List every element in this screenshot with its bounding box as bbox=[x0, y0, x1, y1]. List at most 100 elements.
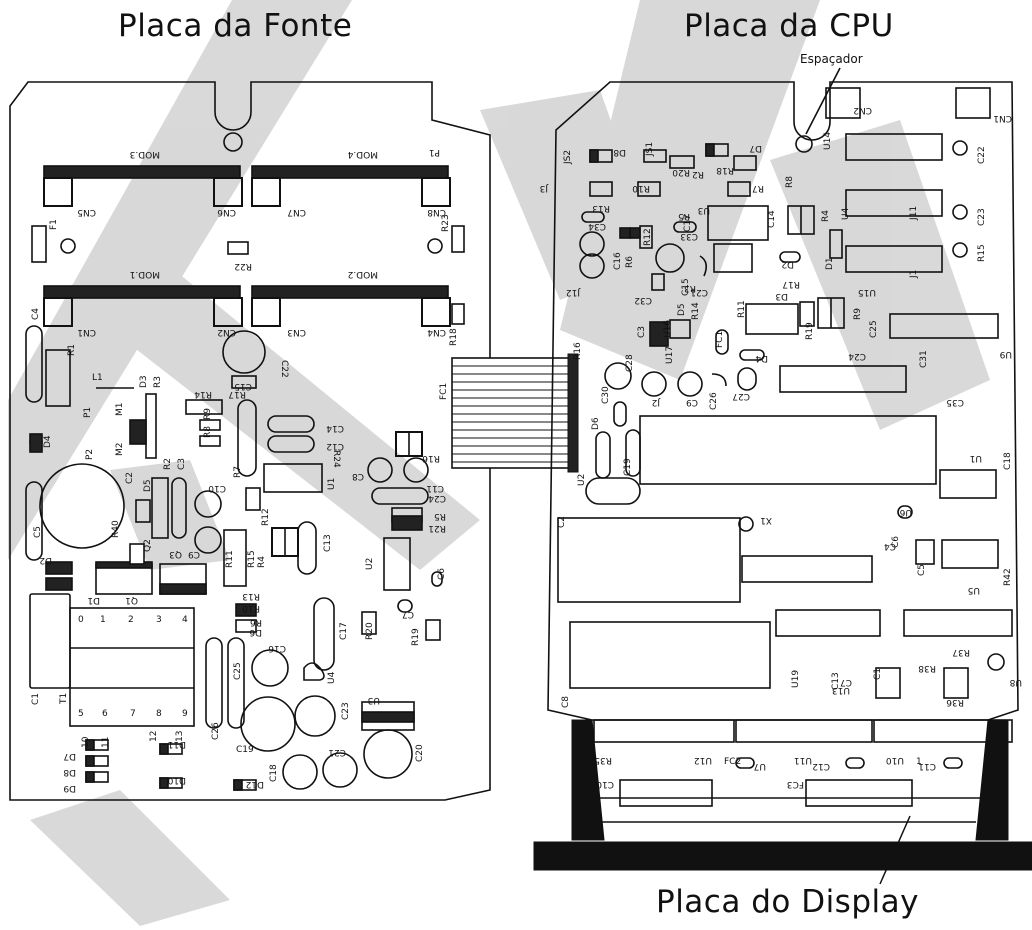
label-c3: C3 bbox=[177, 458, 187, 470]
label-r37: R37 bbox=[952, 647, 970, 657]
label-r18: R18 bbox=[449, 328, 459, 346]
label-r2: R2 bbox=[692, 169, 704, 179]
label-c1: C1 bbox=[873, 668, 883, 680]
label-m2: M2 bbox=[115, 443, 125, 457]
power-board-mount-hole bbox=[223, 132, 243, 152]
label-j12: J12 bbox=[566, 287, 581, 297]
label-c25: C25 bbox=[869, 320, 879, 338]
label-c23: C23 bbox=[341, 702, 351, 720]
label-c15: C15 bbox=[234, 381, 252, 391]
label-u12: U12 bbox=[694, 755, 712, 765]
label-r9: R9 bbox=[203, 408, 213, 420]
label-r17: R17 bbox=[782, 279, 800, 289]
label-c27: C27 bbox=[732, 391, 750, 401]
label-r15: R15 bbox=[977, 244, 987, 262]
label-r40: R40 bbox=[111, 520, 121, 538]
label-r5: R5 bbox=[434, 511, 446, 521]
diode-array bbox=[85, 739, 257, 791]
label-c18: C18 bbox=[269, 764, 279, 782]
label-c26: C26 bbox=[709, 392, 719, 410]
label-r35: R35 bbox=[594, 755, 612, 765]
label-r8: R8 bbox=[785, 176, 795, 188]
label-u4: U4 bbox=[327, 671, 337, 684]
pin-5: 5 bbox=[78, 709, 84, 719]
label-d1: D1 bbox=[87, 595, 100, 605]
label-d2: D2 bbox=[781, 259, 794, 269]
label-r15: R15 bbox=[247, 550, 257, 568]
label-d3: D3 bbox=[775, 291, 788, 301]
pin-12: 12 bbox=[149, 731, 159, 742]
display-board-title: Placa do Display bbox=[656, 884, 919, 920]
label-d2: D2 bbox=[39, 555, 52, 565]
connector-cn6: CN6 bbox=[217, 207, 236, 217]
label-r18: R18 bbox=[716, 165, 734, 175]
spacer-label: Espaçador bbox=[800, 52, 863, 66]
label-js2: JS2 bbox=[563, 150, 573, 165]
pin-7: 7 bbox=[130, 709, 136, 719]
label-c24: C24 bbox=[848, 351, 866, 361]
label-d7: D7 bbox=[749, 143, 762, 153]
label-c13: C13 bbox=[323, 534, 333, 552]
label-u7: U7 bbox=[754, 761, 766, 771]
label-d6: D6 bbox=[249, 627, 262, 637]
label-c22: C22 bbox=[977, 146, 987, 164]
label-c30: C30 bbox=[601, 386, 611, 404]
connector-cn4: CN4 bbox=[427, 327, 446, 337]
label-d1: D1 bbox=[825, 257, 835, 270]
label-r12: R12 bbox=[261, 508, 271, 526]
label-u4: U4 bbox=[841, 207, 851, 220]
label-c15: C15 bbox=[681, 278, 691, 296]
module-connectors bbox=[43, 165, 451, 327]
label-r24: R24 bbox=[331, 450, 341, 468]
label-r13: R13 bbox=[242, 591, 260, 601]
label-c12: C12 bbox=[326, 441, 344, 451]
label-c21: C21 bbox=[328, 747, 346, 757]
pin-9: 9 bbox=[182, 709, 188, 719]
label-r9: R9 bbox=[853, 308, 863, 320]
label-j3: J3 bbox=[540, 183, 549, 193]
label-c3: C3 bbox=[637, 326, 647, 338]
pin-1: 1 bbox=[100, 615, 106, 625]
watermark-stroke-4 bbox=[30, 790, 230, 926]
label-c20: C20 bbox=[415, 744, 425, 762]
label-d5: D5 bbox=[677, 303, 687, 316]
ribbon-cable-fc1 bbox=[451, 353, 579, 473]
label-u11: U11 bbox=[794, 755, 812, 765]
label-r2: R2 bbox=[163, 458, 173, 470]
label-c2: C2 bbox=[125, 472, 135, 484]
label-u10: U10 bbox=[886, 755, 904, 765]
label-u13: U13 bbox=[832, 685, 850, 695]
label-r11: R11 bbox=[225, 550, 235, 568]
label-c35: C35 bbox=[946, 397, 964, 407]
label-u3: U3 bbox=[368, 695, 380, 705]
label-p1: P1 bbox=[83, 407, 93, 418]
label-r7: R7 bbox=[752, 183, 764, 193]
label-l1: L1 bbox=[92, 373, 103, 383]
label-c32: C32 bbox=[634, 295, 652, 305]
label-c11: C11 bbox=[426, 483, 444, 493]
label-u5: U5 bbox=[968, 585, 980, 595]
label-r20: R20 bbox=[672, 167, 690, 177]
label-c7: C7 bbox=[402, 609, 414, 619]
label-c26: C26 bbox=[211, 722, 221, 740]
cpu-board-outline bbox=[547, 81, 1019, 721]
module-mod-1: MOD.1 bbox=[130, 269, 160, 279]
module-mod-2: MOD.2 bbox=[348, 269, 378, 279]
label-c24: C24 bbox=[428, 493, 446, 503]
label-f1: F1 bbox=[49, 219, 59, 230]
label-r5: R5 bbox=[678, 211, 690, 221]
label-c1: C1 bbox=[31, 693, 41, 705]
label-c7: C7 bbox=[840, 677, 852, 687]
label-d10: D10 bbox=[167, 775, 186, 785]
label-c4: C4 bbox=[31, 308, 41, 320]
pin-8: 8 bbox=[156, 709, 162, 719]
label-q1: Q1 bbox=[125, 595, 138, 605]
label-u1: U1 bbox=[327, 478, 337, 490]
label-r16: R16 bbox=[573, 342, 583, 360]
label-j11: J11 bbox=[909, 206, 919, 221]
label-r14: R14 bbox=[691, 302, 701, 320]
label-c18: C18 bbox=[1003, 452, 1013, 470]
